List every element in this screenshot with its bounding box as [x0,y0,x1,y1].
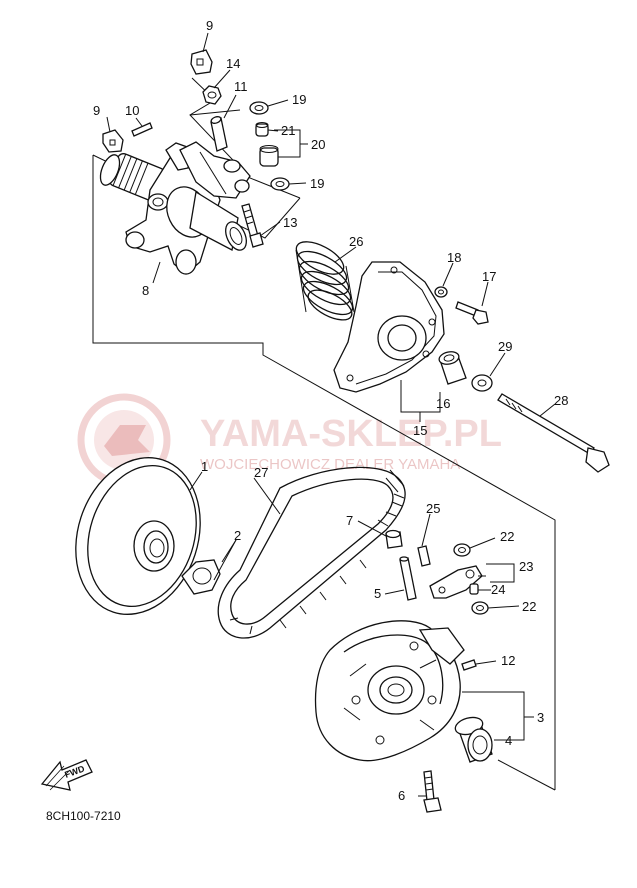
callout-27: 27 [254,465,268,480]
part-13-bolt [241,203,264,248]
callout-19-bottom: 19 [310,176,324,191]
part-4-collar [454,716,493,763]
part-15-cover [333,261,445,393]
callout-24: 24 [491,582,505,597]
part-3-secondary-sheave [314,620,465,762]
callout-9-top: 9 [206,18,213,33]
callout-23: 23 [519,559,533,574]
part-1-fixed-sheave [75,457,201,615]
callout-29: 29 [498,339,512,354]
callout-12: 12 [501,653,515,668]
callout-9-left: 9 [93,103,100,118]
part-23-arm [429,565,483,599]
callout-16: 16 [436,396,450,411]
callout-21: 21 [281,123,295,138]
part-16-collar [438,351,467,385]
part-8-primary-housing [99,141,251,275]
fwd-arrow-icon: FWD [40,759,93,791]
part-2-spacer [181,559,221,595]
callout-26: 26 [349,234,363,249]
callout-28: 28 [554,393,568,408]
callout-13: 13 [283,215,297,230]
part-26-spring [295,241,355,321]
callout-15: 15 [413,423,427,438]
part-22-washer-top [453,543,471,557]
belt-teeth [229,493,405,635]
part-17-bolt [455,301,489,325]
callout-7: 7 [346,513,353,528]
part-24-pin [469,583,479,595]
callout-19-top: 19 [292,92,306,107]
watermark: YAMA-SKLEP.PL WOJCIECHOWICZ DEALER YAMAH… [77,393,502,487]
callout-22-top: 22 [500,529,514,544]
callout-17: 17 [482,269,496,284]
watermark-title: YAMA-SKLEP.PL [200,413,502,455]
callout-4: 4 [505,733,512,748]
part-28-long-bolt [497,393,610,473]
part-7-plug [385,529,403,549]
callout-numbers: 9 14 11 9 10 19 21 20 19 13 8 26 18 17 2… [93,18,568,803]
watermark-subtitle: WOJCIECHOWICZ DEALER YAMAHA [200,456,460,473]
part-10-pin [131,122,153,137]
callout-20: 20 [311,137,325,152]
part-14-nut [202,85,222,105]
part-22-washer-bottom [471,601,489,615]
part-25-pin [417,545,431,567]
callout-11: 11 [234,79,248,94]
callout-8: 8 [142,283,149,298]
callout-10: 10 [125,103,139,118]
part-18-washer [434,286,448,298]
part-5-shaft [399,556,417,601]
part-9-slider-top [190,49,213,75]
leader-lines [106,32,556,797]
callout-3: 3 [537,710,544,725]
callout-6: 6 [398,788,405,803]
part-20-collar [259,145,279,167]
callout-25: 25 [426,501,440,516]
part-21-bushing [255,122,269,137]
diagram-code: 8CH100-7210 [46,809,121,823]
part-6-bolt [423,770,442,813]
callout-14: 14 [226,56,240,71]
part-19-washer-top [249,101,269,115]
callout-22-bottom: 22 [522,599,536,614]
callout-18: 18 [447,250,461,265]
callout-5: 5 [374,586,381,601]
part-12-screw [461,659,477,671]
part-27-drive-belt [217,466,406,639]
part-11-pin [210,116,228,152]
part-9-slider-left [102,129,124,153]
part-19-washer-bottom [270,177,290,191]
callout-2: 2 [234,528,241,543]
part-29-washer [471,374,493,392]
guide-lines [92,77,556,791]
callout-1: 1 [201,459,208,474]
